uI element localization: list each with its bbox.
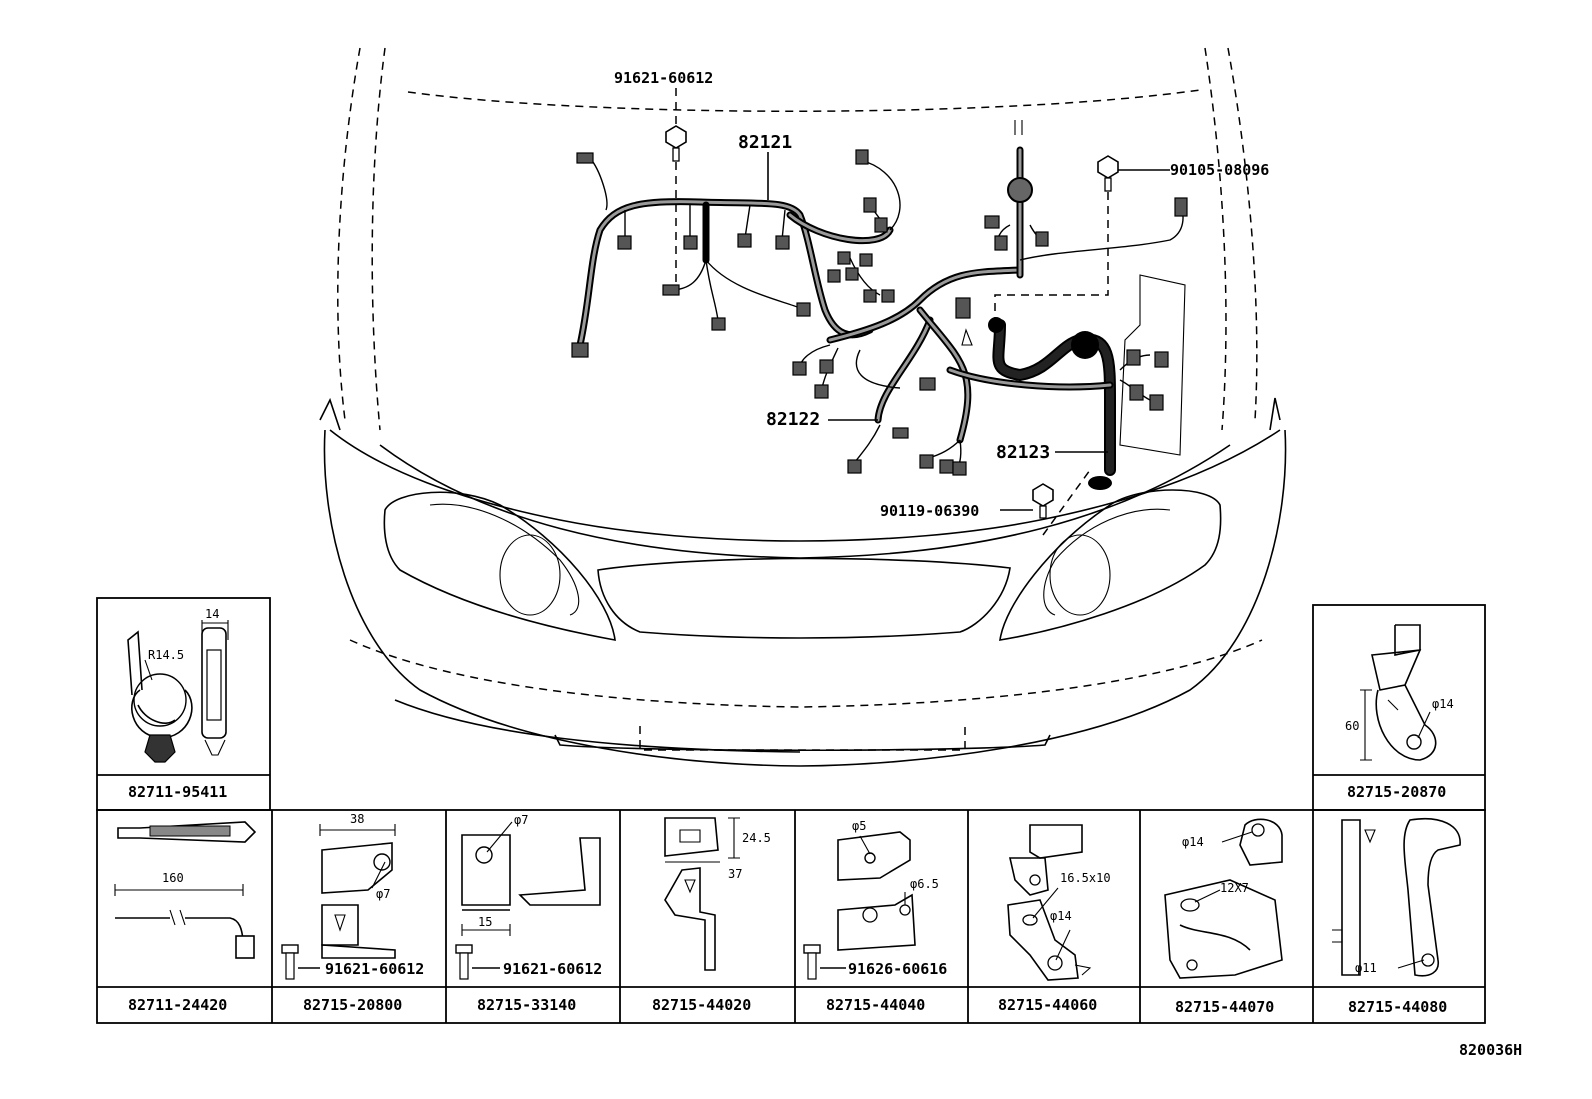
dim-12x7: 12X7	[1220, 881, 1249, 895]
bolt-90119-icon	[1032, 483, 1054, 519]
callout-harness-right: 82123	[996, 442, 1050, 463]
part-82715-44080: φ11 82715-44080	[1332, 818, 1461, 1016]
car-body-outline	[319, 47, 1287, 767]
figure-code: 820036H	[1459, 1041, 1522, 1059]
dim-phi7-33140: φ7	[514, 813, 528, 827]
dim-phi14-44070: φ14	[1182, 835, 1204, 849]
dim-phi5: φ5	[852, 819, 866, 833]
part-number-82711-95411: 82711-95411	[128, 783, 227, 801]
harness-82123	[946, 274, 1186, 490]
bolt-number-33140: 91621-60612	[503, 960, 602, 978]
bolt-icon-33140	[455, 944, 473, 980]
dim-phi6-5: φ6.5	[910, 877, 939, 891]
callout-labels: 91621-60612 82121 90105-08096 82122 8212…	[614, 69, 1269, 520]
part-82715-44040: φ5 φ6.5 91626-60616 82715-44040	[803, 819, 947, 1014]
parts-table	[96, 597, 1486, 1024]
part-number-82715-20870: 82715-20870	[1347, 783, 1446, 801]
part-number-82715-44060: 82715-44060	[998, 996, 1097, 1014]
part-number-82715-44040: 82715-44040	[826, 996, 925, 1014]
dim-phi7-20800: φ7	[376, 887, 390, 901]
callout-bolt-right: 90105-08096	[1170, 161, 1269, 179]
dim-phi14-44060: φ14	[1050, 909, 1072, 923]
dim-phi14: φ14	[1432, 697, 1454, 711]
bolt-number-20800: 91621-60612	[325, 960, 424, 978]
bolt-number-44040: 91626-60616	[848, 960, 947, 978]
part-number-82715-44020: 82715-44020	[652, 996, 751, 1014]
part-number-82715-20800: 82715-20800	[303, 996, 402, 1014]
callout-bolt-top: 91621-60612	[614, 69, 713, 87]
bolt-91621-icon	[665, 125, 687, 162]
part-82715-20800: 38 φ7 91621-60612 82715-20800	[281, 812, 424, 1014]
harness-82121	[571, 149, 901, 358]
part-82715-44020: 24.5 37 82715-44020	[652, 817, 771, 1014]
part-number-82715-44080: 82715-44080	[1348, 998, 1447, 1016]
part-82711-24420: 160 82711-24420	[114, 821, 257, 1014]
callout-harness-main: 82121	[738, 132, 792, 153]
dim-r14-5: R14.5	[148, 648, 184, 662]
callout-harness-mid: 82122	[766, 409, 820, 430]
dim-16-5x10: 16.5x10	[1060, 871, 1111, 885]
callout-bolt-bottom: 90119-06390	[880, 502, 979, 520]
bolt-icon-20800	[281, 944, 299, 980]
part-82711-95411: 14 R14.5 82711-95411	[127, 607, 229, 801]
dim-38: 38	[350, 812, 364, 826]
fasteners	[665, 88, 1170, 536]
dim-37: 37	[728, 867, 742, 881]
dim-24-5: 24.5	[742, 831, 771, 845]
part-82715-44070: φ14 12X7 82715-44070	[1164, 818, 1283, 1016]
harness-82122	[792, 120, 1188, 476]
bolt-90105-icon	[1097, 155, 1119, 192]
dim-160: 160	[162, 871, 184, 885]
part-82715-33140: φ7 15 91621-60612 82715-33140	[455, 813, 602, 1014]
part-number-82715-33140: 82715-33140	[477, 996, 576, 1014]
part-number-82715-44070: 82715-44070	[1175, 998, 1274, 1016]
dim-phi11: φ11	[1355, 961, 1377, 975]
dim-14: 14	[205, 607, 219, 621]
part-82715-20870: 60 φ14 82715-20870	[1345, 624, 1454, 801]
dim-15: 15	[478, 915, 492, 929]
bolt-icon-44040	[803, 944, 821, 980]
part-number-82711-24420: 82711-24420	[128, 996, 227, 1014]
part-82715-44060: 16.5x10 φ14 82715-44060	[998, 824, 1111, 1014]
dim-60: 60	[1345, 719, 1359, 733]
